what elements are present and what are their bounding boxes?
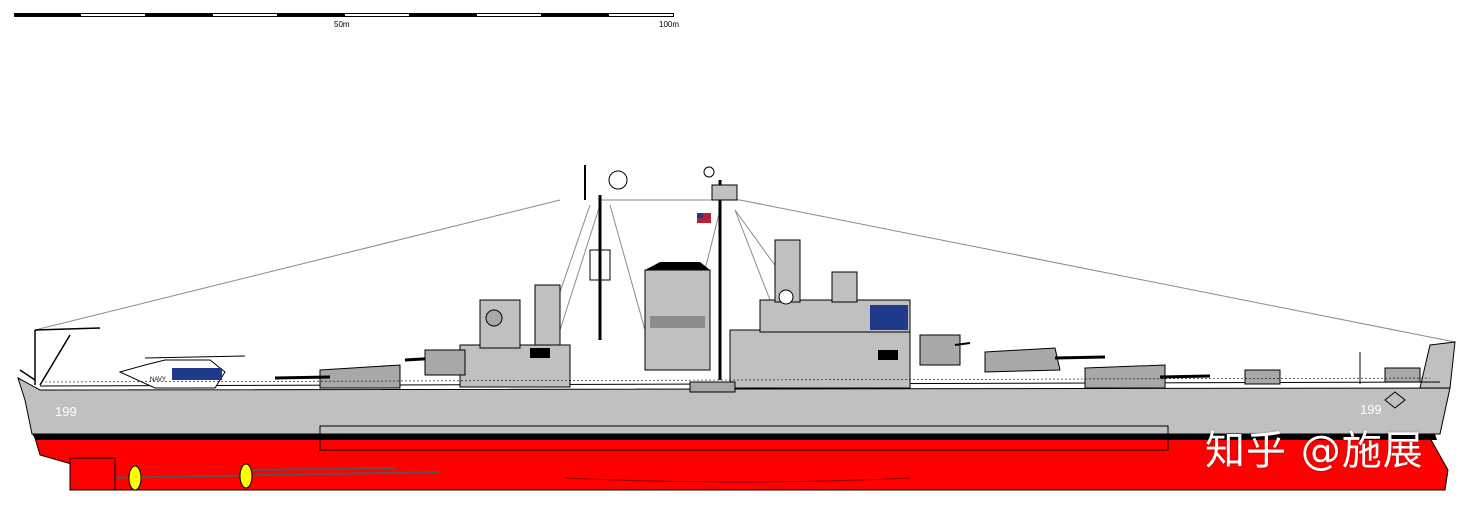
armor-belt-outline <box>319 425 1169 451</box>
scale-segment <box>410 13 476 17</box>
scale-segment <box>476 13 542 17</box>
scale-segment <box>608 13 674 17</box>
bow-flare <box>1419 341 1456 389</box>
scale-segment <box>542 13 608 17</box>
aft-mast <box>584 165 628 340</box>
scale-segment <box>146 13 212 17</box>
funnel <box>644 262 711 371</box>
scale-bar: 50m 100m <box>14 13 679 33</box>
watermark: 知乎 @施展 <box>1205 428 1424 474</box>
deck-rail <box>44 377 1431 383</box>
hull-number-stern: 199 <box>55 404 77 419</box>
propeller-icon <box>128 463 253 491</box>
anchor-icon <box>1384 391 1406 409</box>
forward-main-turret-2 <box>984 347 1106 373</box>
stern-crane <box>19 327 101 386</box>
scale-segment <box>344 13 410 17</box>
hull-underwater <box>34 437 1449 491</box>
scale-label-100m: 100m <box>659 20 680 29</box>
forward-director <box>919 334 971 366</box>
scale-segment <box>14 13 80 17</box>
propeller-shafts <box>69 457 441 491</box>
scale-label-50m: 50m <box>334 20 350 29</box>
aft-superstructure <box>404 284 571 388</box>
bilge-keel <box>564 477 911 483</box>
scale-segment <box>278 13 344 17</box>
hull-number-bow: 199 <box>1360 402 1382 417</box>
scale-segment <box>80 13 146 17</box>
scale-segment <box>212 13 278 17</box>
hull-topsides <box>17 376 1451 435</box>
rigging-lines <box>34 199 1456 351</box>
forward-main-turret-1 <box>1084 364 1211 389</box>
helicopter-icon: NAVY <box>118 355 246 389</box>
bridge-superstructure <box>689 239 911 393</box>
boot-topping <box>32 434 1437 440</box>
bow-gun-mount <box>1244 352 1421 385</box>
us-flag-icon <box>697 213 711 223</box>
helicopter-marking-text: NAVY <box>150 377 166 383</box>
aft-main-turret <box>274 364 401 389</box>
forward-mast <box>703 166 738 380</box>
